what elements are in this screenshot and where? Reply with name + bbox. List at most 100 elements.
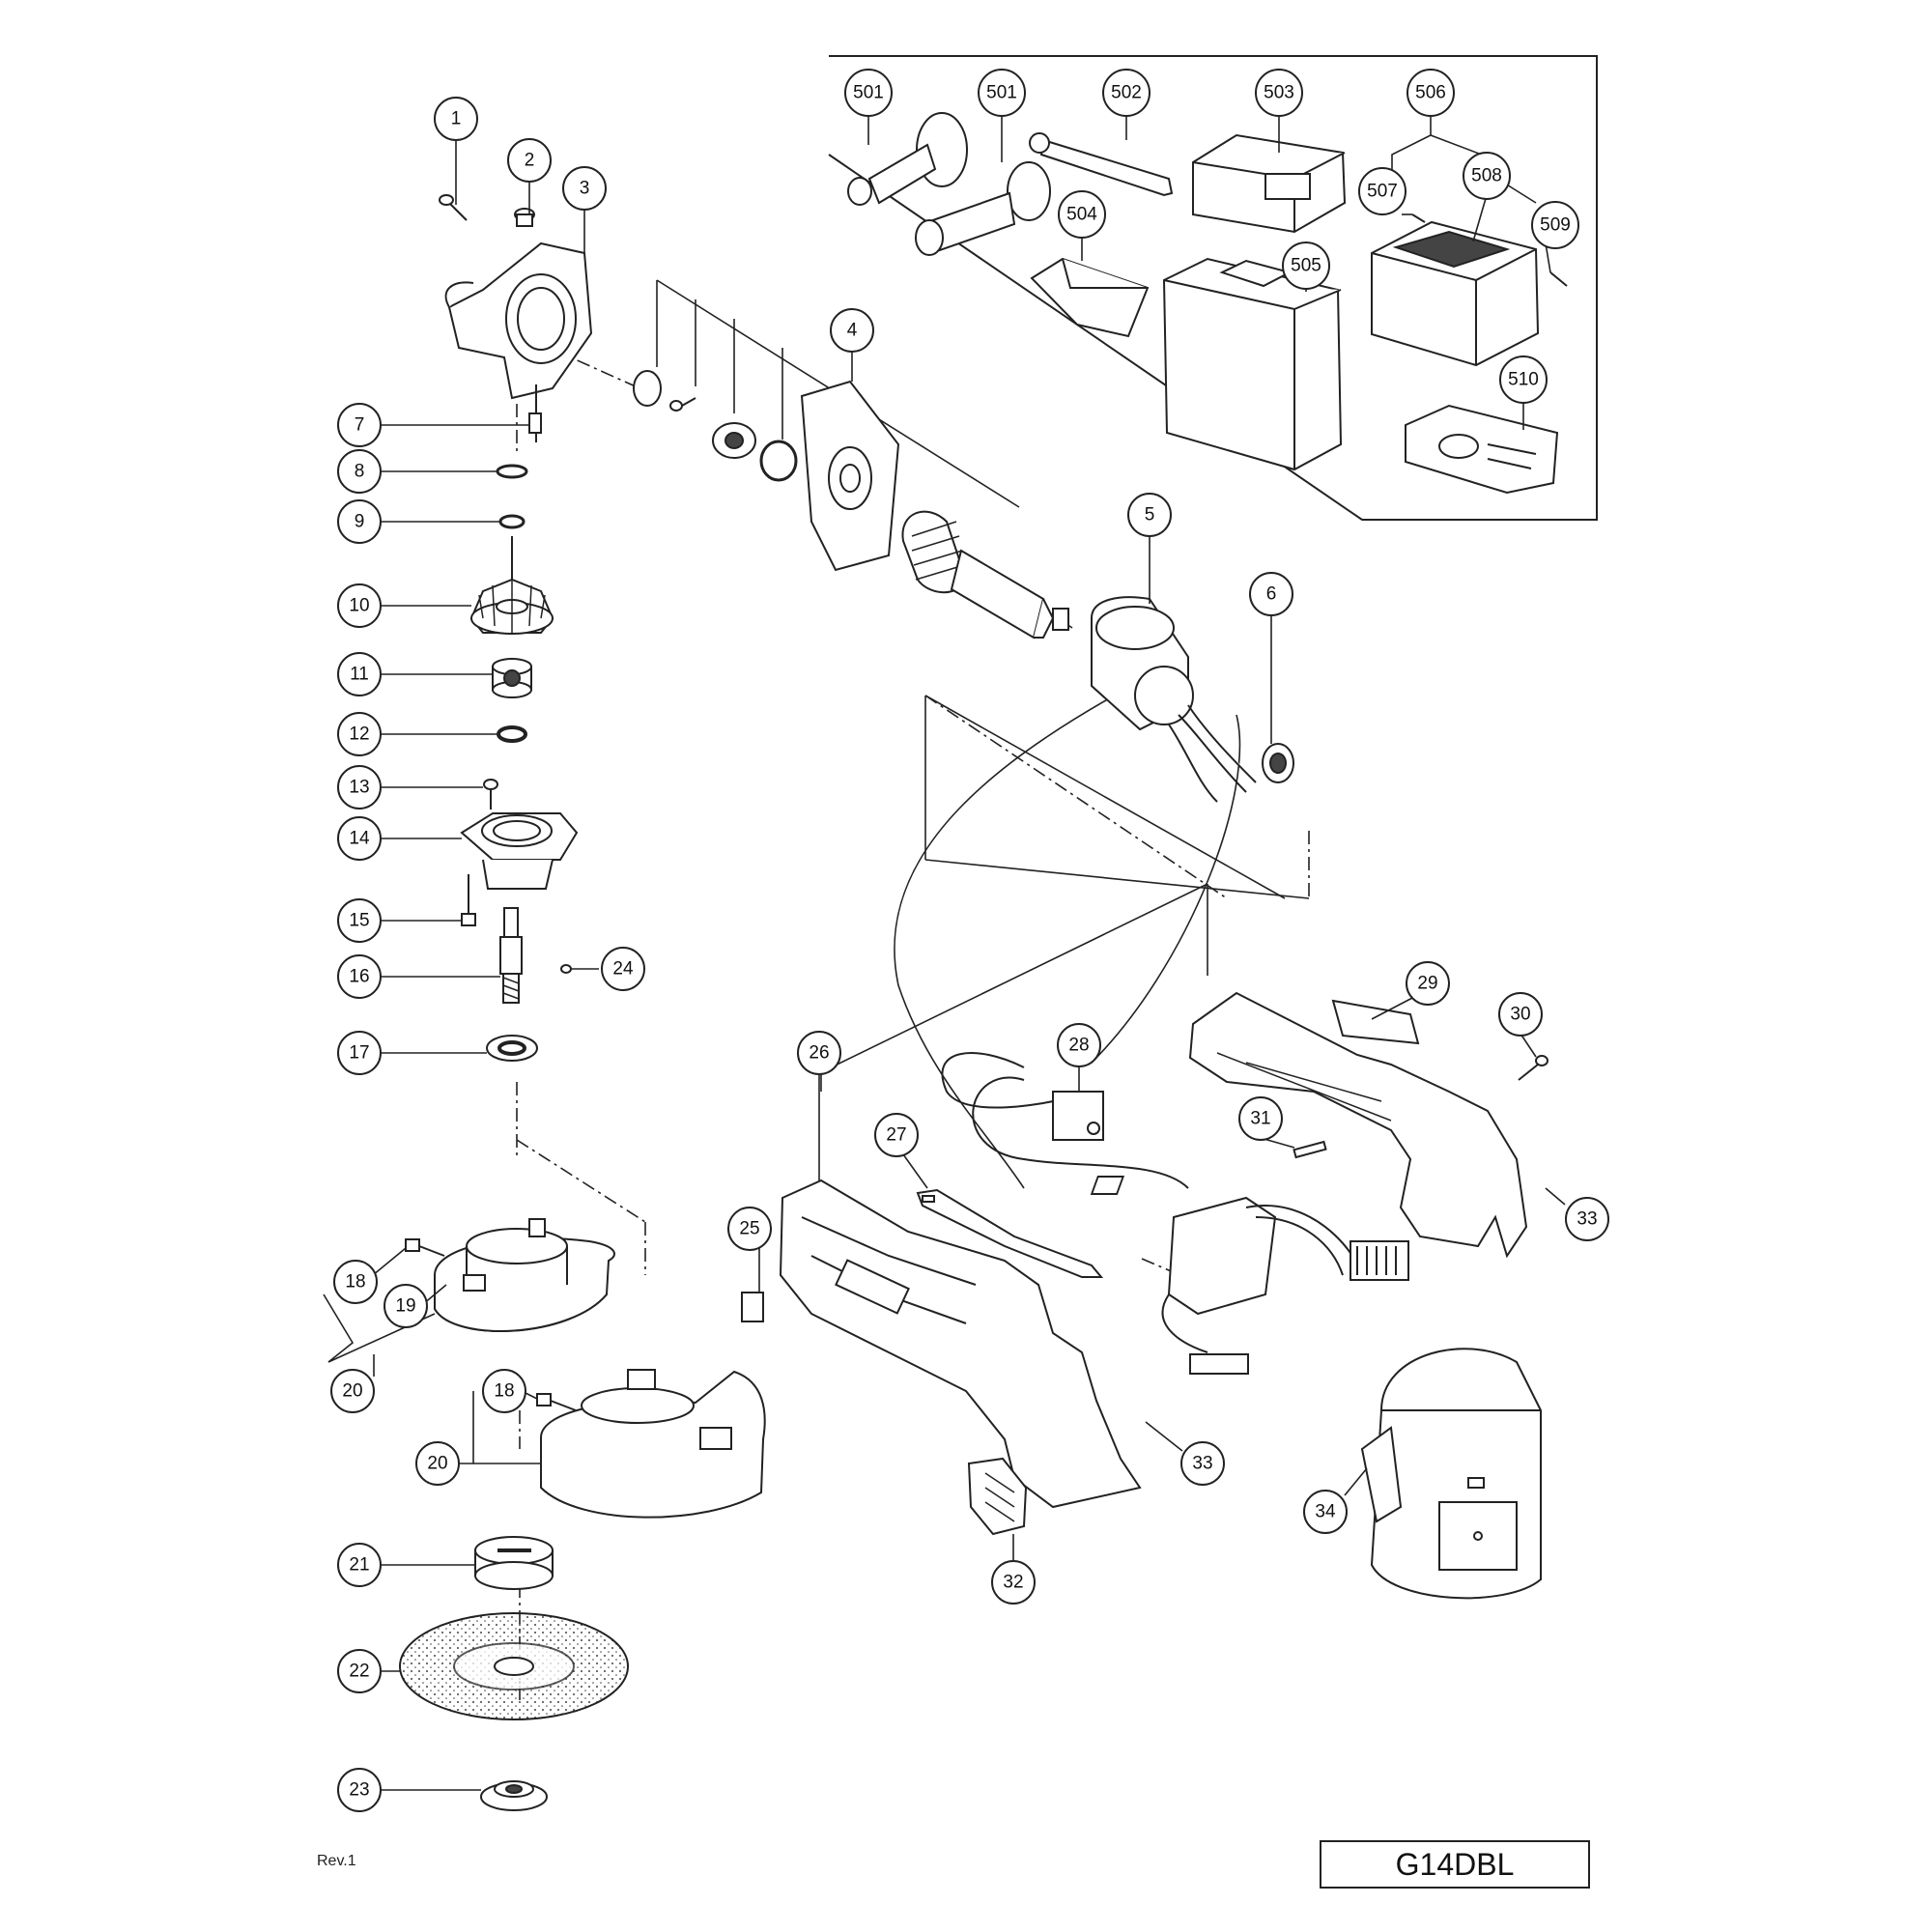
- callout-c14: 14: [337, 816, 382, 861]
- part-wheel-guard-20-bottom: [540, 1369, 766, 1519]
- callout-circle: [601, 947, 645, 991]
- callout-circle: [1249, 572, 1293, 616]
- callout-circle: [1463, 152, 1511, 200]
- callout-c502: 502: [1102, 69, 1151, 117]
- callout-circle: [337, 1543, 382, 1587]
- callout-circle: [337, 712, 382, 756]
- callout-c7: 7: [337, 403, 382, 447]
- part-pin-31: [1293, 1140, 1327, 1159]
- callout-number: 20: [342, 1381, 362, 1402]
- callout-c17: 17: [337, 1031, 382, 1075]
- callout-c22: 22: [337, 1649, 382, 1693]
- part-rubber-ring: [759, 440, 798, 482]
- callout-c509: 509: [1531, 201, 1579, 249]
- callout-circle: [330, 1369, 375, 1413]
- callout-number: 503: [1264, 83, 1294, 103]
- callout-circle: [337, 449, 382, 494]
- part-stator-5: [1091, 596, 1257, 803]
- callout-c501b: 501: [978, 69, 1026, 117]
- model-number-box: G14DBL: [1320, 1840, 1590, 1889]
- callout-c20a: 20: [330, 1369, 375, 1413]
- callout-circle: [384, 1284, 428, 1328]
- part-housing-29: [1188, 991, 1528, 1259]
- callout-number: 8: [355, 462, 365, 482]
- callout-c4: 4: [830, 308, 874, 353]
- callout-number: 10: [349, 596, 369, 616]
- callout-circle: [1498, 992, 1543, 1037]
- part-pin-7: [528, 412, 542, 434]
- callout-c10: 10: [337, 583, 382, 628]
- part-bolt-15: [461, 874, 476, 926]
- callout-circle: [415, 1441, 460, 1486]
- callout-circle: [337, 816, 382, 861]
- part-screw-509: [1549, 271, 1568, 287]
- callout-circle: [482, 1369, 526, 1413]
- callout-circle: [874, 1113, 919, 1157]
- callout-c19: 19: [384, 1284, 428, 1328]
- callout-number: 501: [853, 83, 884, 103]
- callout-number: 13: [349, 778, 369, 798]
- callout-circle: [1406, 69, 1455, 117]
- part-bearing-11: [492, 658, 532, 698]
- callout-number: 510: [1508, 370, 1539, 390]
- part-screw-13: [483, 779, 498, 810]
- callout-circle: [337, 1031, 382, 1075]
- callout-circle: [1565, 1197, 1609, 1241]
- callout-number: 507: [1367, 182, 1398, 202]
- assembly-frame-lines: [656, 279, 1310, 1189]
- callout-c18b: 18: [482, 1369, 526, 1413]
- callout-c508: 508: [1463, 152, 1511, 200]
- part-battery-34: [1360, 1348, 1542, 1600]
- callout-number: 15: [349, 911, 369, 931]
- callout-number: 19: [395, 1296, 415, 1317]
- part-housing-plate-4: [800, 380, 900, 572]
- callout-c3: 3: [562, 166, 607, 211]
- part-side-handle-501a: [847, 112, 968, 206]
- part-cap-25: [741, 1292, 764, 1322]
- part-wrench-502: [1029, 132, 1174, 197]
- part-bearing-upper: [712, 422, 756, 459]
- part-pinion: [633, 370, 696, 412]
- callout-number: 33: [1192, 1454, 1212, 1474]
- callout-circle: [1531, 201, 1579, 249]
- callout-number: 29: [1417, 974, 1437, 994]
- callout-number: 506: [1415, 83, 1446, 103]
- callout-number: 501: [986, 83, 1017, 103]
- callout-circle: [1303, 1490, 1348, 1534]
- callout-number: 1: [451, 109, 462, 129]
- callout-circle: [797, 1031, 841, 1075]
- callout-c16: 16: [337, 954, 382, 999]
- callout-circle: [434, 97, 478, 141]
- callout-circle: [1406, 961, 1450, 1006]
- part-ring-8: [496, 464, 528, 479]
- callout-c24: 24: [601, 947, 645, 991]
- part-spindle-16: [499, 907, 523, 1004]
- callout-c507: 507: [1358, 167, 1406, 215]
- callout-circle: [337, 1768, 382, 1812]
- callout-circle: [337, 403, 382, 447]
- callout-c510: 510: [1499, 355, 1548, 404]
- callout-circle: [830, 308, 874, 353]
- part-screw-18-bottom: [536, 1393, 577, 1411]
- callout-number: 509: [1540, 215, 1571, 236]
- callout-c13: 13: [337, 765, 382, 810]
- callout-c5: 5: [1127, 493, 1172, 537]
- callout-c2: 2: [507, 138, 552, 183]
- callout-c12: 12: [337, 712, 382, 756]
- part-lever-27: [916, 1188, 1104, 1278]
- callout-c504: 504: [1058, 190, 1106, 239]
- callout-number: 7: [355, 415, 365, 436]
- callout-c9: 9: [337, 499, 382, 544]
- callout-circle: [844, 69, 893, 117]
- callout-circle: [727, 1207, 772, 1251]
- callout-circle: [978, 69, 1026, 117]
- callout-circle: [337, 583, 382, 628]
- callout-c11: 11: [337, 652, 382, 696]
- callout-number: 22: [349, 1662, 369, 1682]
- part-gear-cover-3: [444, 242, 593, 400]
- callout-circle: [507, 138, 552, 183]
- callout-circle: [1358, 167, 1406, 215]
- callout-c27: 27: [874, 1113, 919, 1157]
- part-screw-507: [1411, 213, 1426, 223]
- revision-label: Rev.1: [317, 1853, 356, 1869]
